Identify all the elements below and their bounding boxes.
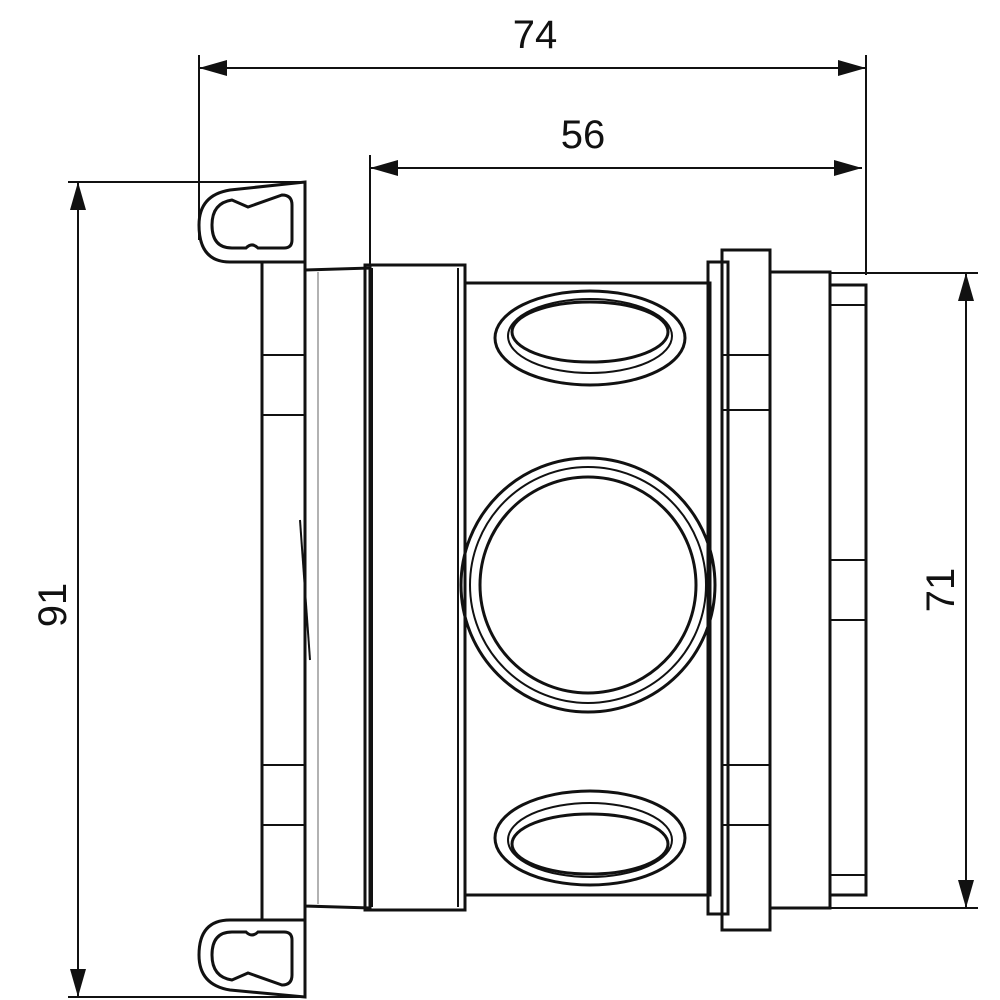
- top-knockout: [493, 289, 687, 387]
- center-knockout: [459, 456, 717, 714]
- dimension-91: [68, 181, 305, 998]
- dimension-71: [830, 272, 978, 909]
- central-body: [463, 281, 712, 897]
- body-rear-ring: [303, 266, 372, 910]
- bottom-knockout: [493, 789, 687, 887]
- top-mounting-clip: [197, 180, 307, 264]
- front-collar: [768, 270, 868, 910]
- bottom-mounting-clip: [197, 918, 307, 999]
- dimension-91-label: 91: [31, 583, 75, 628]
- dimension-56-label: 56: [561, 113, 606, 157]
- body-front-ring: [363, 263, 467, 912]
- dimension-74-label: 74: [513, 13, 558, 57]
- dimension-71-label: 71: [919, 568, 963, 613]
- left-flange: [260, 260, 311, 922]
- dimension-74: [198, 55, 867, 275]
- front-nut: [706, 248, 772, 932]
- dimension-56: [369, 155, 862, 265]
